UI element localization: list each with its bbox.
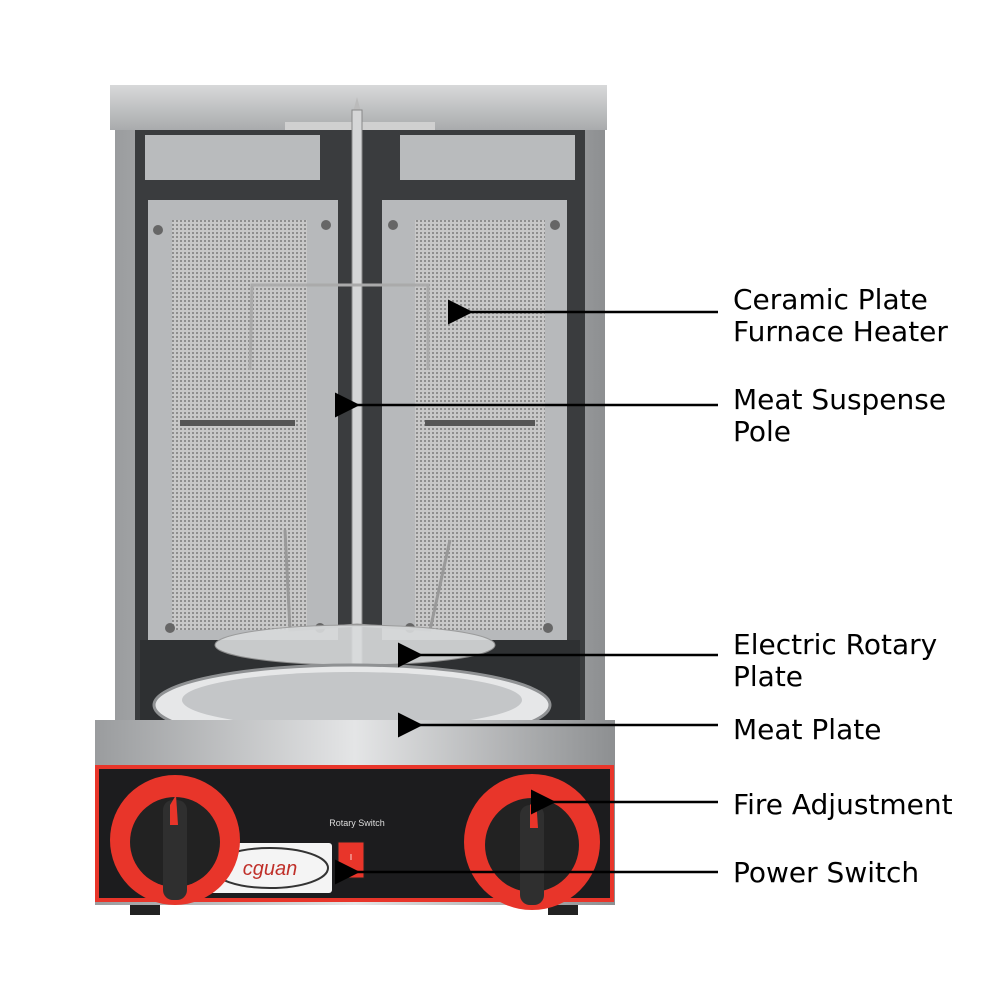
- label-line: Fire Adjustment: [733, 788, 953, 821]
- fire-knob-left[interactable]: [110, 775, 240, 905]
- fire-adjustment-knob[interactable]: [464, 774, 600, 910]
- label-line: Power Switch: [733, 856, 920, 889]
- logo-text: cguan: [243, 858, 298, 880]
- label-line: Furnace Heater: [733, 315, 948, 348]
- label-line: Meat Plate: [733, 713, 882, 746]
- label-ceramic-plate: Ceramic Plate Furnace Heater: [733, 284, 948, 348]
- label-meat-suspense-pole: Meat Suspense Pole: [733, 384, 946, 448]
- label-fire-adjustment: Fire Adjustment: [733, 789, 953, 821]
- label-line: Meat Suspense: [733, 383, 947, 416]
- svg-text:I: I: [350, 853, 352, 862]
- ceramic-heater-left: [148, 200, 338, 645]
- label-power-switch: Power Switch: [733, 857, 919, 889]
- rotary-switch-text: Rotary Switch: [329, 818, 385, 828]
- label-meat-plate: Meat Plate: [733, 714, 881, 746]
- label-line: Ceramic Plate: [733, 283, 928, 316]
- label-electric-rotary-plate: Electric Rotary Plate: [733, 629, 937, 693]
- ceramic-heater-right: [382, 200, 567, 645]
- callout-arrows: [335, 299, 718, 885]
- electric-rotary-plate: [214, 624, 496, 666]
- label-line: Pole: [733, 415, 792, 448]
- label-line: Plate: [733, 660, 804, 693]
- label-line: Electric Rotary: [733, 628, 938, 661]
